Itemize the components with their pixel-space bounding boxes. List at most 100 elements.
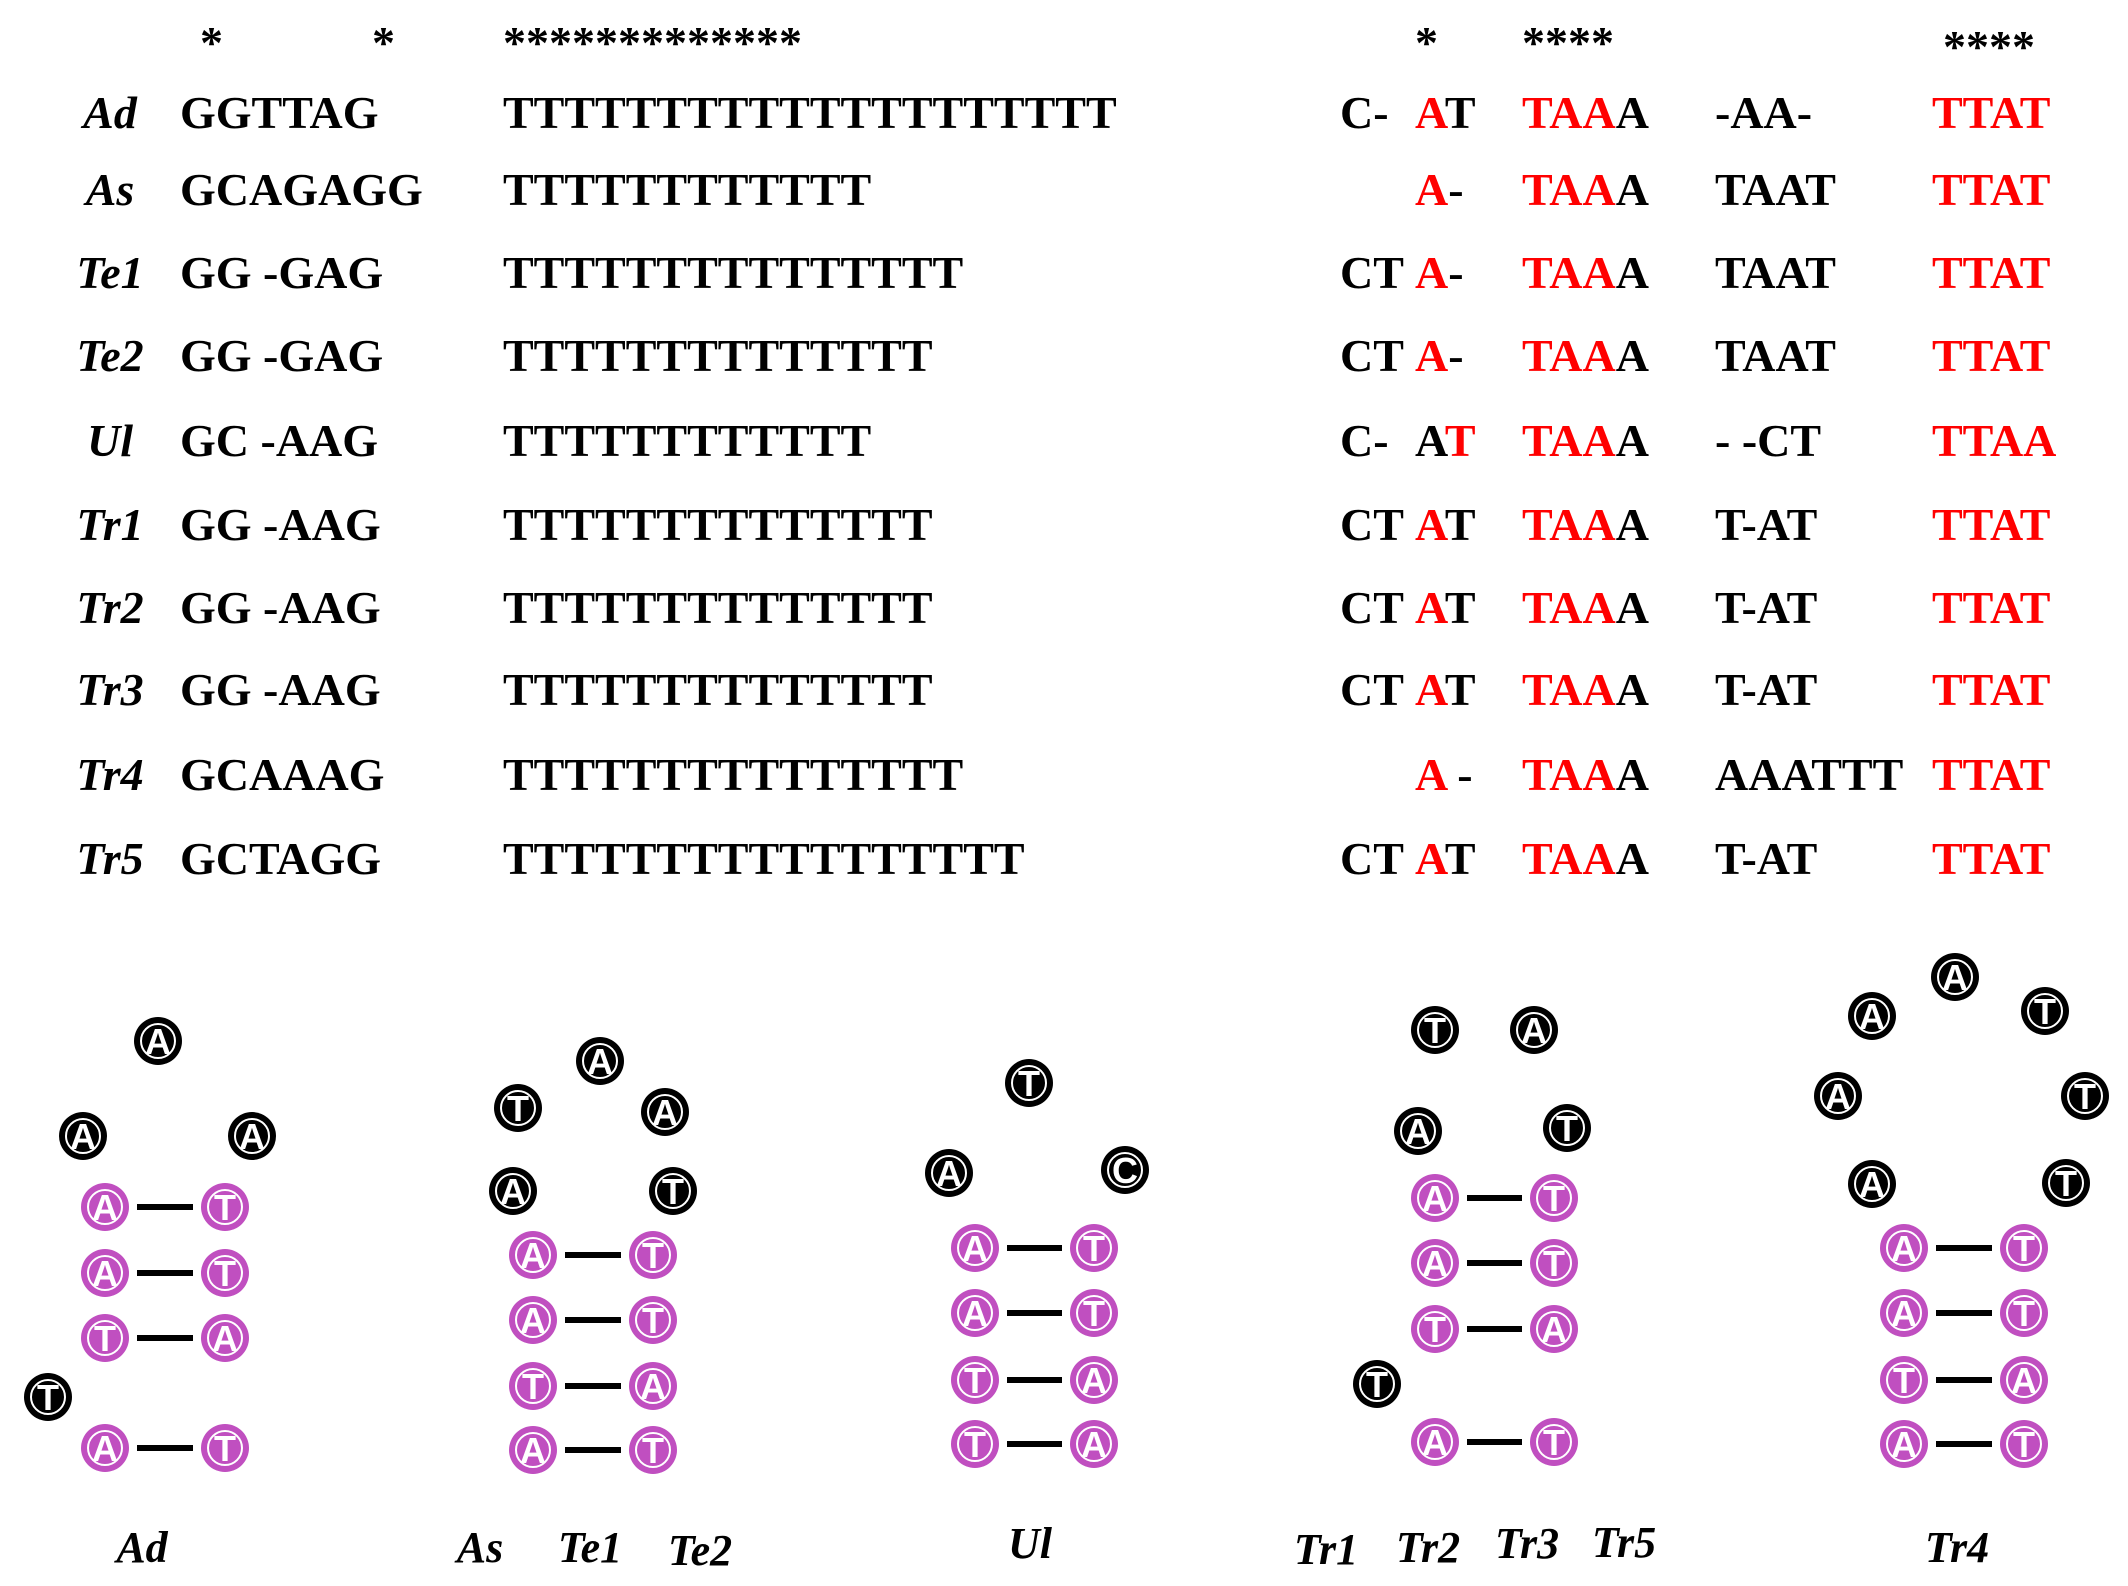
motif-segment: T-AT — [1715, 664, 1817, 715]
svg-text:T: T — [1018, 1063, 1040, 1104]
paired-base: T — [509, 1362, 557, 1410]
unpaired-base: T — [2021, 987, 2069, 1035]
paired-base: A — [1411, 1418, 1459, 1466]
svg-text:A: A — [1405, 1111, 1431, 1152]
svg-text:T: T — [214, 1253, 236, 1294]
svg-text:A: A — [145, 1021, 171, 1062]
motif-segment: TTAT — [1932, 247, 2050, 298]
motif-segment: A - — [1415, 749, 1473, 800]
motif-segment: CT — [1340, 247, 1404, 298]
structure-label: Tr1 — [1294, 1525, 1358, 1574]
species-label: Tr5 — [76, 833, 143, 884]
svg-text:T: T — [2034, 991, 2056, 1032]
poly-t-segment: TTTTTTTTTTTT — [503, 164, 871, 215]
star-mark: **** — [1522, 17, 1614, 68]
poly-t-segment: TTTTTTTTTTTTTTTTTTTT — [503, 87, 1117, 138]
svg-text:C: C — [1112, 1150, 1138, 1191]
svg-text:A: A — [1891, 1228, 1917, 1269]
svg-text:T: T — [964, 1360, 986, 1401]
species-label: Te2 — [76, 330, 143, 381]
motif-segment: TTAT — [1932, 87, 2050, 138]
paired-base: A — [81, 1183, 129, 1231]
svg-text:A: A — [2011, 1360, 2037, 1401]
sequence-segment: GG -AAG — [180, 582, 381, 633]
motif-segment: T-AT — [1715, 499, 1817, 550]
paired-base: A — [81, 1249, 129, 1297]
poly-t-segment: TTTTTTTTTTTTTTT — [503, 749, 963, 800]
motif-segment: TAAA — [1522, 415, 1649, 466]
paired-base: T — [1530, 1174, 1578, 1222]
structure-label: As — [454, 1523, 503, 1572]
motif-segment: TTAT — [1932, 499, 2050, 550]
star-mark: ************* — [503, 17, 802, 68]
species-label: Tr3 — [76, 664, 143, 715]
paired-base: T — [2000, 1420, 2048, 1468]
svg-text:T: T — [214, 1187, 236, 1228]
motif-segment: TAAA — [1522, 749, 1649, 800]
svg-text:A: A — [1081, 1424, 1107, 1465]
svg-text:T: T — [1543, 1243, 1565, 1284]
sequence-segment: GGTTAG — [180, 87, 379, 138]
paired-base: A — [509, 1426, 557, 1474]
paired-base: A — [1880, 1224, 1928, 1272]
motif-segment: TAAT — [1715, 330, 1836, 381]
structure-label: Te2 — [668, 1526, 732, 1575]
paired-base: T — [201, 1424, 249, 1472]
paired-base: T — [629, 1296, 677, 1344]
unpaired-base: A — [576, 1037, 624, 1085]
star-mark: * — [1415, 17, 1438, 68]
structure-label: Ul — [1008, 1519, 1053, 1568]
poly-t-segment: TTTTTTTTTTTTTT — [503, 664, 933, 715]
svg-text:T: T — [1893, 1360, 1915, 1401]
svg-text:A: A — [1422, 1422, 1448, 1463]
unpaired-base: T — [1005, 1059, 1053, 1107]
svg-text:T: T — [1543, 1178, 1565, 1219]
svg-text:T: T — [642, 1300, 664, 1341]
svg-text:T: T — [964, 1424, 986, 1465]
paired-base: A — [1070, 1420, 1118, 1468]
unpaired-base: A — [1848, 1160, 1896, 1208]
svg-text:T: T — [2013, 1228, 2035, 1269]
svg-text:A: A — [70, 1116, 96, 1157]
motif-segment: T-AT — [1715, 582, 1817, 633]
sequence-segment: GG -GAG — [180, 247, 383, 298]
motif-segment: C- — [1340, 87, 1389, 138]
svg-text:A: A — [1942, 957, 1968, 998]
motif-segment: TTAA — [1932, 415, 2056, 466]
svg-text:T: T — [2074, 1076, 2096, 1117]
svg-text:A: A — [640, 1366, 666, 1407]
paired-base: T — [1880, 1356, 1928, 1404]
motif-segment: TTAT — [1932, 164, 2050, 215]
svg-text:A: A — [1825, 1076, 1851, 1117]
structure-label: Te1 — [558, 1523, 622, 1572]
paired-base: A — [951, 1289, 999, 1337]
motif-segment: TTAT — [1932, 833, 2050, 884]
svg-text:A: A — [1859, 996, 1885, 1037]
paired-base: A — [509, 1296, 557, 1344]
svg-text:A: A — [92, 1253, 118, 1294]
star-mark: **** — [1943, 21, 2035, 72]
unpaired-base: A — [641, 1088, 689, 1136]
unpaired-base: T — [2061, 1072, 2109, 1120]
sequence-segment: GG -GAG — [180, 330, 383, 381]
motif-segment: CT — [1340, 833, 1404, 884]
motif-segment: AT — [1415, 833, 1476, 884]
motif-segment: C- — [1340, 415, 1389, 466]
paired-base: A — [201, 1314, 249, 1362]
motif-segment: TTAT — [1932, 749, 2050, 800]
motif-segment: CT — [1340, 499, 1404, 550]
motif-segment: - -CT — [1715, 415, 1821, 466]
species-label: As — [83, 164, 135, 215]
motif-segment: AT — [1415, 87, 1476, 138]
paired-base: A — [951, 1224, 999, 1272]
motif-segment: AT — [1415, 415, 1476, 466]
conservation-stars: * * ************* * **** **** — [200, 17, 2035, 72]
svg-text:T: T — [522, 1366, 544, 1407]
unpaired-base: A — [925, 1149, 973, 1197]
